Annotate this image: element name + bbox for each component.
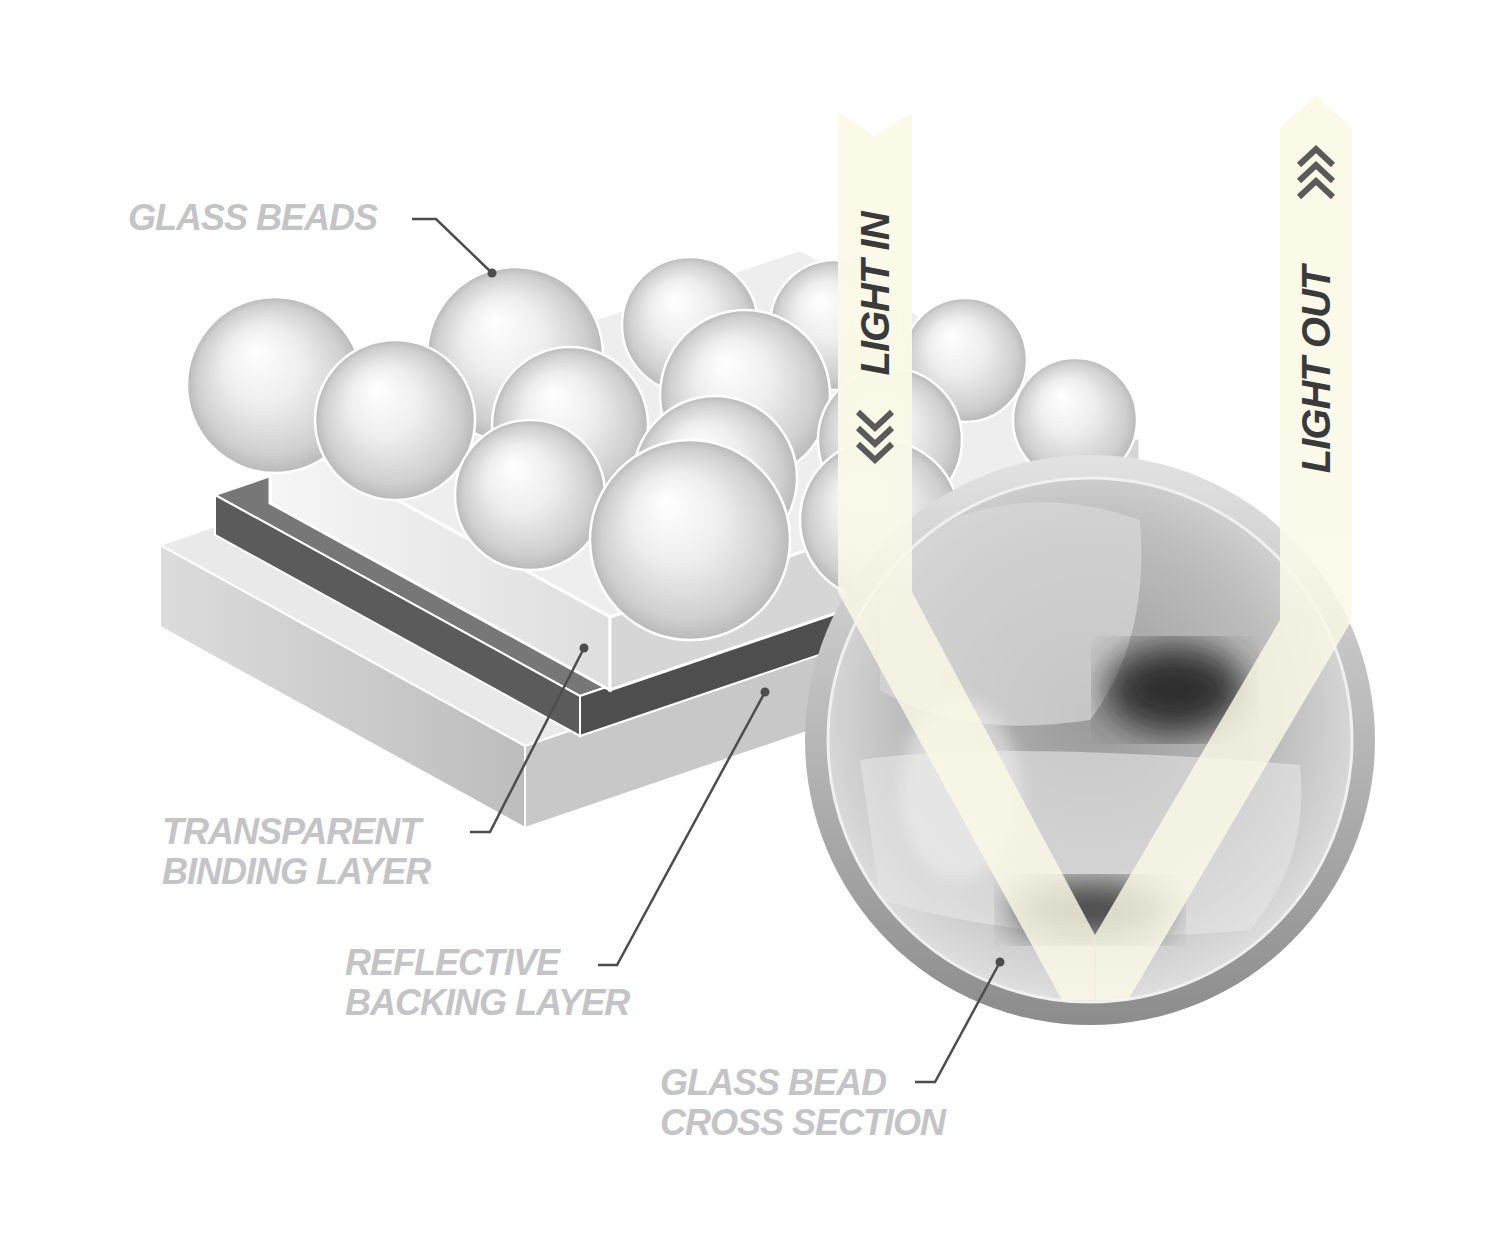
part-label: TRANSPARENT BINDING LAYER	[162, 812, 492, 893]
band-outline	[838, 112, 912, 592]
light-path	[838, 592, 1352, 1000]
band-label: LIGHT IN	[853, 212, 898, 375]
light-band: LIGHT IN	[838, 112, 912, 592]
chevron-symbol	[858, 444, 892, 460]
part-label: REFLECTIVE BACKING LAYER	[345, 943, 675, 1024]
band-label: LIGHT OUT	[1294, 267, 1339, 474]
band-outline	[1280, 95, 1352, 620]
chevron-symbol	[858, 428, 892, 444]
glass-bead	[315, 340, 475, 500]
chevron-symbol	[1299, 181, 1333, 197]
glass-bead	[455, 420, 605, 570]
part-label: GLASS BEAD CROSS SECTION	[660, 1063, 1000, 1144]
chevron-symbol	[858, 412, 892, 428]
glass-bead	[590, 440, 790, 640]
leader-dots	[488, 269, 1005, 967]
light-band: LIGHT OUT	[1280, 95, 1352, 620]
part-label: GLASS BEADS	[128, 198, 448, 238]
